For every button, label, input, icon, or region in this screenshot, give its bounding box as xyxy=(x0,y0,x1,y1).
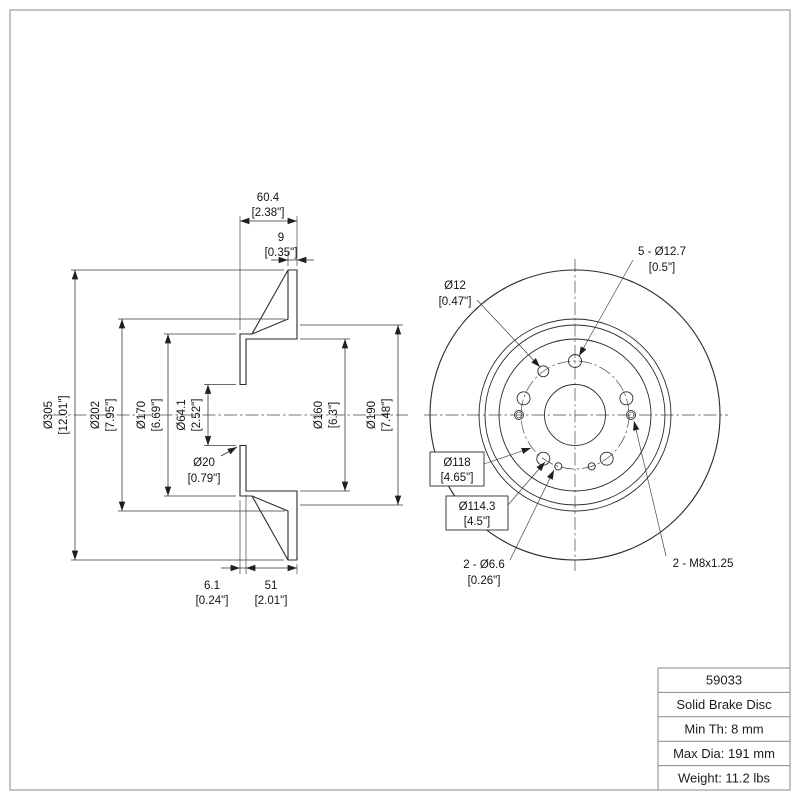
front-dimension-labels: 5 - Ø12.7 [0.5"] Ø12 [0.47"] Ø118 [4.65"… xyxy=(439,246,734,587)
lug-holes-leader xyxy=(578,259,634,357)
dim-disc-th-mm: 9 xyxy=(278,232,284,244)
label-lug-holes-in: [0.5"] xyxy=(649,262,675,274)
dim-hat-depth-in: [2.01"] xyxy=(255,595,288,607)
dim-flange-th-mm: 6.1 xyxy=(204,580,220,592)
dim-friction-inner-dia-mm: Ø190 xyxy=(366,401,378,429)
dim-hat-base-dia-in: [7.95"] xyxy=(105,399,117,432)
dim-cavity-dia-mm: Ø160 xyxy=(313,401,325,429)
hat-cone-outline xyxy=(251,270,289,560)
label-pilot-hole-in: [0.47"] xyxy=(439,296,472,308)
dim-center-bore-in: [2.52"] xyxy=(191,399,203,432)
label-bolt-circle-mm: Ø114.3 xyxy=(459,501,496,513)
dim-width-total-mm: 60.4 xyxy=(257,192,280,204)
bolt-circle xyxy=(520,360,630,470)
disc-section-lower xyxy=(239,444,298,561)
dim-cavity-dia-in: [6.3"] xyxy=(328,402,340,428)
dimension-lines xyxy=(71,217,402,572)
page-border xyxy=(9,9,791,791)
service-holes xyxy=(554,462,596,471)
label-bolt-circle-in: [4.5"] xyxy=(464,516,490,528)
aux-circle-box xyxy=(429,451,485,487)
section-dimension-labels: Ø305 [12.01"] Ø202 [7.95"] Ø170 [6.69"] … xyxy=(43,192,393,607)
product-type: Solid Brake Disc xyxy=(676,697,772,712)
section-view: Ø305 [12.01"] Ø202 [7.95"] Ø170 [6.69"] … xyxy=(43,192,408,607)
friction-inner-circle xyxy=(484,324,666,506)
hat-base-circle xyxy=(478,318,672,512)
bolt-circle-box xyxy=(445,495,509,531)
pilot-hole-leader xyxy=(476,299,541,368)
label-aux-circle-in: [4.65"] xyxy=(441,472,474,484)
cavity-circle xyxy=(498,338,652,492)
bolt-circle-leader xyxy=(507,461,546,506)
disc-section-upper xyxy=(239,269,298,386)
pilot-hole xyxy=(537,365,550,378)
center-bore-circle xyxy=(544,384,606,446)
dim-outer-dia-in: [12.01"] xyxy=(58,395,70,434)
title-block: 59033 Solid Brake Disc Min Th: 8 mm Max … xyxy=(657,667,790,790)
label-service-holes-mm: 2 - Ø6.6 xyxy=(463,559,505,571)
service-holes-leader xyxy=(509,469,555,561)
dim-outer-dia-mm: Ø305 xyxy=(43,401,55,429)
dim-hat-depth-mm: 51 xyxy=(265,580,278,592)
label-thread-holes: 2 - M8x1.25 xyxy=(673,558,734,570)
label-service-holes-in: [0.26"] xyxy=(468,575,501,587)
min-thickness: Min Th: 8 mm xyxy=(684,722,763,737)
label-aux-circle-mm: Ø118 xyxy=(443,457,470,469)
label-pilot-hole-mm: Ø12 xyxy=(444,280,466,292)
thread-holes xyxy=(514,410,636,420)
dim-disc-th-in: [0.35"] xyxy=(265,247,298,259)
outer-diameter-circle xyxy=(429,269,721,561)
dim-hat-base-dia-mm: Ø202 xyxy=(90,401,102,429)
weight: Weight: 11.2 lbs xyxy=(678,770,771,785)
dim-friction-inner-dia-in: [7.48"] xyxy=(381,399,393,432)
dim-hat-dia-mm: Ø170 xyxy=(136,401,148,429)
boss-leader xyxy=(220,446,238,457)
dim-hat-dia-in: [6.69"] xyxy=(151,399,163,432)
dim-boss-in: [0.79"] xyxy=(188,473,221,485)
extension-lines xyxy=(71,216,403,574)
dim-boss-mm: Ø20 xyxy=(193,457,215,469)
leader-lines xyxy=(476,259,667,561)
dim-width-total-in: [2.38"] xyxy=(252,207,285,219)
max-diameter: Max Dia: 191 mm xyxy=(673,746,775,761)
dim-flange-th-in: [0.24"] xyxy=(196,595,229,607)
front-view: 5 - Ø12.7 [0.5"] Ø12 [0.47"] Ø118 [4.65"… xyxy=(424,246,733,587)
dim-center-bore-mm: Ø64.1 xyxy=(176,399,188,430)
thread-holes-leader xyxy=(633,420,667,557)
label-lug-holes-mm: 5 - Ø12.7 xyxy=(638,246,686,258)
part-number: 59033 xyxy=(706,673,742,688)
aux-circle-leader xyxy=(483,447,532,465)
